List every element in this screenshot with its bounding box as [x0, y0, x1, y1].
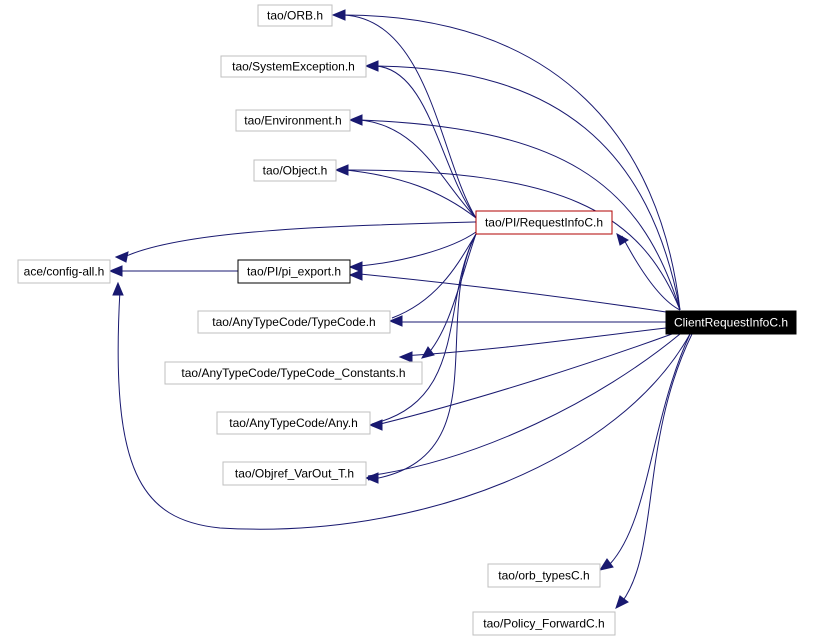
node-typecode-label: tao/AnyTypeCode/TypeCode.h [212, 315, 375, 329]
node-orb-types-label: tao/orb_typesC.h [498, 569, 589, 583]
arrow-into-pi-export-2 [348, 269, 363, 281]
node-any[interactable]: tao/AnyTypeCode/Any.h [216, 411, 371, 435]
arrow-into-system-exception [364, 60, 379, 72]
node-pi-export[interactable]: tao/PI/pi_export.h [237, 259, 351, 284]
edge-request-info-to-objref-varout [367, 233, 477, 481]
node-pi-export-label: tao/PI/pi_export.h [247, 265, 341, 279]
edge-client-to-environment [359, 119, 681, 311]
node-request-info[interactable]: tao/PI/RequestInfoC.h [475, 210, 613, 235]
node-orb[interactable]: tao/ORB.h [257, 4, 333, 27]
node-typecode[interactable]: tao/AnyTypeCode/TypeCode.h [197, 310, 391, 334]
node-config-all[interactable]: ace/config-all.h [17, 259, 111, 284]
node-orb-label: tao/ORB.h [267, 9, 323, 23]
arrow-into-orb [331, 9, 346, 21]
edge-client-to-orb [343, 14, 681, 311]
node-config-all-label: ace/config-all.h [24, 265, 105, 279]
node-environment[interactable]: tao/Environment.h [235, 109, 351, 132]
arrow-into-object [334, 164, 349, 176]
node-request-info-label: tao/PI/RequestInfoC.h [485, 216, 603, 230]
node-object-label: tao/Object.h [263, 164, 328, 178]
dependency-edges [117, 14, 693, 603]
edge-request-info-to-typecode-constants [425, 233, 477, 357]
arrow-into-objref-varout [364, 472, 379, 484]
arrow-into-config-all [108, 265, 123, 277]
node-environment-label: tao/Environment.h [244, 114, 341, 128]
arrow-into-environment [348, 114, 363, 126]
arrow-into-typecode-constants-2 [421, 346, 435, 359]
edge-request-info-to-environment [359, 119, 477, 219]
node-object[interactable]: tao/Object.h [253, 159, 337, 182]
edge-request-info-to-typecode [391, 233, 477, 319]
edge-client-to-objref-varout [367, 333, 681, 477]
edge-client-to-request-info [621, 235, 681, 311]
node-objref-varout[interactable]: tao/Objref_VarOut_T.h [222, 461, 367, 486]
edge-client-to-orb-types [609, 333, 691, 565]
node-orb-types[interactable]: tao/orb_typesC.h [487, 563, 601, 588]
node-policy-forward[interactable]: tao/Policy_ForwardC.h [472, 611, 616, 636]
edge-client-to-object [345, 169, 681, 311]
node-policy-forward-label: tao/Policy_ForwardC.h [483, 617, 604, 631]
edge-client-to-policy-forward [621, 333, 693, 603]
edge-client-to-system-exception [375, 65, 681, 311]
edge-client-to-any [371, 333, 673, 427]
arrow-into-typecode-constants [398, 351, 413, 363]
node-any-label: tao/AnyTypeCode/Any.h [229, 416, 358, 430]
node-typecode-constants[interactable]: tao/AnyTypeCode/TypeCode_Constants.h [164, 361, 423, 385]
arrow-into-config-all-bottom [112, 281, 124, 296]
edge-client-to-config-all [117, 289, 691, 530]
edge-request-info-to-pi-export [359, 231, 477, 267]
arrow-into-config-all-top [114, 251, 129, 263]
edge-request-info-to-object [345, 169, 477, 219]
arrow-into-policy-forward [615, 595, 629, 609]
node-system-exception[interactable]: tao/SystemException.h [220, 55, 367, 78]
arrow-into-any [368, 419, 383, 431]
edge-client-to-pi-export [359, 273, 667, 313]
edge-client-to-typecode-constants [401, 327, 667, 357]
arrow-into-request-info [616, 232, 629, 246]
edge-request-info-to-config-all [121, 221, 477, 259]
edge-arrowheads [108, 9, 629, 609]
node-system-exception-label: tao/SystemException.h [232, 60, 355, 74]
node-typecode-constants-label: tao/AnyTypeCode/TypeCode_Constants.h [181, 366, 405, 380]
header-nodes: tao/ORB.h tao/SystemException.h tao/Envi… [17, 4, 797, 636]
edge-request-info-to-orb [343, 14, 477, 219]
edge-request-info-to-system-exception [375, 65, 477, 219]
arrow-into-typecode [388, 315, 403, 327]
arrow-into-pi-export [348, 261, 363, 273]
arrow-into-orb-types [598, 558, 614, 571]
node-client-request-info[interactable]: ClientRequestInfoC.h [665, 310, 797, 335]
node-objref-varout-label: tao/Objref_VarOut_T.h [235, 467, 354, 481]
node-client-request-info-label: ClientRequestInfoC.h [674, 316, 788, 330]
